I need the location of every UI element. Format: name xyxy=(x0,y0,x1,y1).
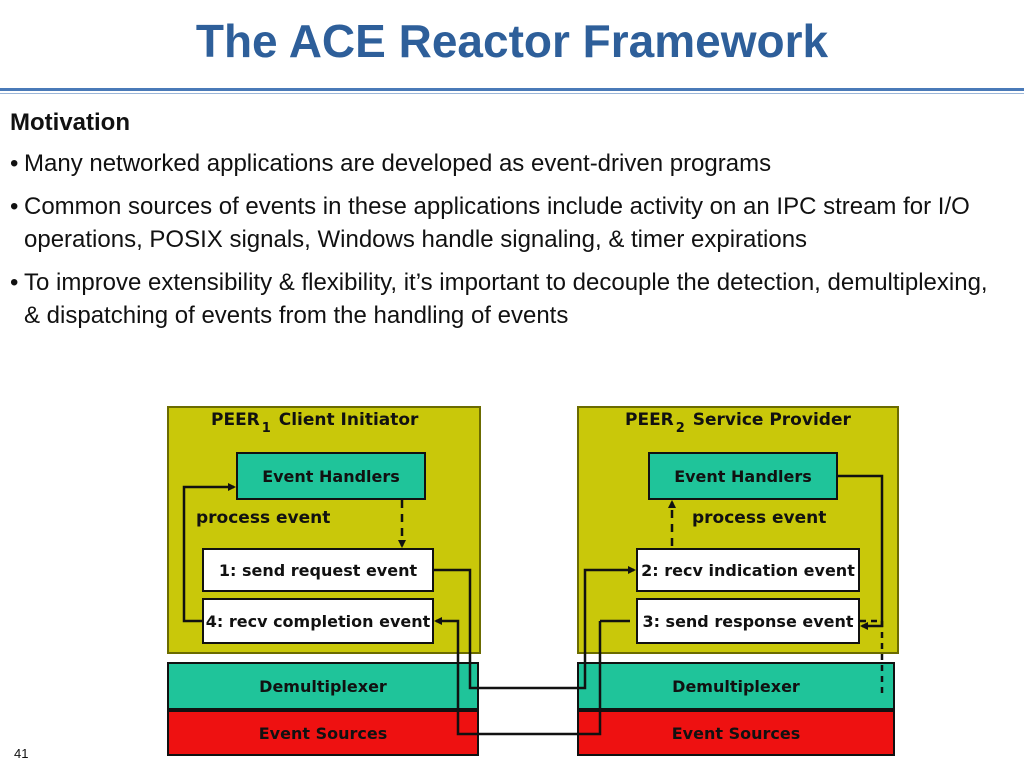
peer2-event-sources-box: Event Sources xyxy=(577,710,895,756)
completion-wire xyxy=(436,621,630,736)
peer2-send-response-box: 3: send response event xyxy=(636,598,860,644)
peer1-send-request-box: 1: send request event xyxy=(202,548,434,592)
bullet-dot: • xyxy=(10,150,19,177)
response-wire xyxy=(860,619,884,696)
peer2-index: 2 xyxy=(675,421,685,436)
peer1-index: 1 xyxy=(261,421,271,436)
peer1-event-handlers-box: Event Handlers xyxy=(236,452,426,500)
peer1-label: PEER xyxy=(211,410,260,430)
bullet-dot: • xyxy=(10,193,19,220)
bullet-item: • Many networked applications are develo… xyxy=(10,147,1010,180)
peer2-label: PEER xyxy=(625,410,674,430)
request-wire xyxy=(434,566,636,690)
bullet-item: • To improve extensibility & flexibility… xyxy=(10,266,1010,332)
title-divider-thin xyxy=(0,93,1024,94)
bullet-text: Many networked applications are develope… xyxy=(24,150,772,177)
peer1-event-sources-box: Event Sources xyxy=(167,710,479,756)
peer1-role: Client Initiator xyxy=(278,410,419,430)
bullet-text: Common sources of events in these applic… xyxy=(24,193,970,253)
slide-body: Motivation • Many networked applications… xyxy=(10,106,1010,342)
section-heading: Motivation xyxy=(10,109,130,136)
peer2-demultiplexer-box: Demultiplexer xyxy=(577,662,895,710)
bullet-item: • Common sources of events in these appl… xyxy=(10,190,1010,256)
page-number: 41 xyxy=(14,746,29,761)
bullet-text: To improve extensibility & flexibility, … xyxy=(24,269,988,329)
peer1-dispatch-arrow xyxy=(182,483,236,623)
peer2-role: Service Provider xyxy=(692,410,851,430)
peer2-event-handlers-box: Event Handlers xyxy=(648,452,838,500)
peer2-dispatch-arrow xyxy=(838,474,884,630)
peer1-recv-completion-box: 4: recv completion event xyxy=(202,598,434,644)
peer1-demultiplexer-box: Demultiplexer xyxy=(167,662,479,710)
peer2-recv-indication-box: 2: recv indication event xyxy=(636,548,860,592)
slide-title: The ACE Reactor Framework xyxy=(195,15,829,67)
title-divider xyxy=(0,88,1024,91)
peer1-process-event-label: process event xyxy=(196,508,331,528)
peer2-process-event-label: process event xyxy=(692,508,827,528)
bullet-dot: • xyxy=(10,269,19,296)
